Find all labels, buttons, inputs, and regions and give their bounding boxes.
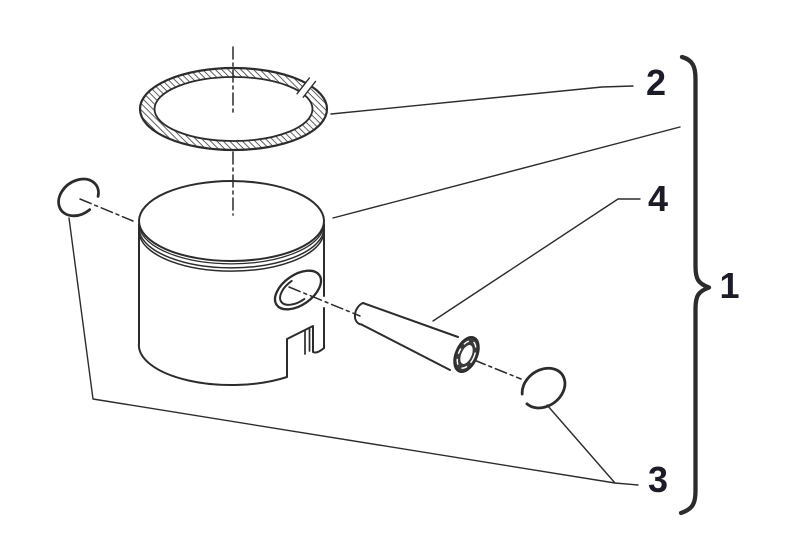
ring-end-gap xyxy=(296,77,317,99)
leader-to-2 xyxy=(330,85,634,115)
pin-hole xyxy=(273,269,323,311)
pin-rim-highlight xyxy=(456,340,477,369)
leader-to-4 xyxy=(432,198,641,322)
brace-bracket xyxy=(678,54,712,516)
pin-near-end xyxy=(453,336,480,373)
piston-ring xyxy=(138,66,329,152)
callout-label-4: 4 xyxy=(647,178,669,219)
pin-far-end-cap xyxy=(353,302,364,326)
callout-label-1: 1 xyxy=(719,265,740,306)
callout-label-2: 2 xyxy=(645,62,667,103)
ring-groove-line-2 xyxy=(139,236,324,272)
ring-groove-line-1 xyxy=(138,231,325,269)
crown-edge-line xyxy=(138,227,325,265)
circlip-left xyxy=(57,177,100,218)
circlip-right xyxy=(520,366,567,410)
pin-axis-centerline-icon xyxy=(79,198,522,380)
piston-body xyxy=(137,180,325,387)
leader-piston-to-bracket xyxy=(332,126,681,219)
leader-to-3-left xyxy=(68,217,639,486)
piston-pin xyxy=(353,302,480,373)
pin-bore xyxy=(460,345,473,364)
skirt-bottom xyxy=(137,325,325,387)
pin-hole-bore-edge xyxy=(279,279,306,306)
callout-label-3: 3 xyxy=(647,459,669,500)
pin-boss-lines xyxy=(304,327,311,355)
leader-lines xyxy=(68,85,681,486)
leader-to-3-right xyxy=(546,404,616,484)
